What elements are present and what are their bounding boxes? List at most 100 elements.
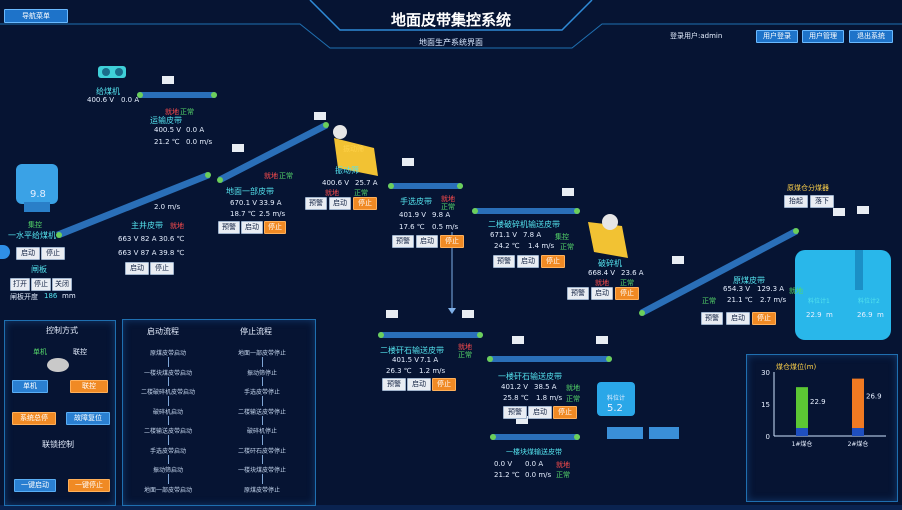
flow-arrow xyxy=(168,376,169,386)
gangue2-stop-button[interactable]: 停止 xyxy=(432,378,456,391)
mode-knob[interactable] xyxy=(47,358,69,372)
belt-ground1 xyxy=(217,122,329,183)
system-stop-button[interactable]: 系统总停 xyxy=(12,412,56,425)
crusher2-alarm-button[interactable]: 预警 xyxy=(493,255,515,268)
ground1-stop-button[interactable]: 停止 xyxy=(264,221,286,234)
return-temp: 21.2 ℃ xyxy=(154,138,180,146)
ground1-current: 33.9 A xyxy=(259,199,282,207)
crusher-state: 正常 xyxy=(620,279,634,287)
crusher2-start-button[interactable]: 启动 xyxy=(517,255,539,268)
bunker-stop-button[interactable]: 停止 xyxy=(41,247,65,260)
flow-arrow xyxy=(168,357,169,367)
crusher-alarm-button[interactable]: 预警 xyxy=(567,287,589,300)
gangue1-voltage: 401.2 V xyxy=(501,383,529,391)
flow-step: 二楼输送皮带启动 xyxy=(144,428,193,435)
page-title: 地面皮带集控系统 xyxy=(390,11,511,29)
flow-arrow xyxy=(262,474,263,484)
gangue1-alarm-button[interactable]: 预警 xyxy=(503,406,527,419)
bunker-start-button[interactable]: 启动 xyxy=(16,247,40,260)
silo-level-chart-panel xyxy=(746,354,898,502)
hand-select-name: 手选皮带 xyxy=(400,197,432,206)
flow-arrow xyxy=(168,474,169,484)
gangue2-alarm-button[interactable]: 预警 xyxy=(382,378,406,391)
joint-mode-button[interactable]: 联控 xyxy=(70,380,108,393)
gangue1-stop-button[interactable]: 停止 xyxy=(553,406,577,419)
flow-step: 二楼破碎机皮带启动 xyxy=(141,389,196,396)
page-subtitle: 地面生产系统界面 xyxy=(419,38,483,47)
main-shaft-name: 主井皮带 xyxy=(131,221,163,230)
hand-select-start-button[interactable]: 启动 xyxy=(416,235,438,248)
user-manage-button[interactable]: 用户管理 xyxy=(802,30,844,43)
user-login-button[interactable]: 用户登录 xyxy=(756,30,798,43)
gangue2-start-button[interactable]: 启动 xyxy=(407,378,431,391)
flow-step: 一楼块煤皮带停止 xyxy=(238,467,287,474)
screen-alarm-button[interactable]: 预警 xyxy=(305,197,327,210)
single-mode-button[interactable]: 单机 xyxy=(12,380,48,393)
splitter-raise-button[interactable]: 抬起 xyxy=(784,195,808,208)
flow-arrow xyxy=(262,396,263,406)
ground1-speed: 2.5 m/s xyxy=(259,210,286,218)
crusher-stop-button[interactable]: 停止 xyxy=(615,287,639,300)
chart-category-label: 2#煤仓 xyxy=(848,440,869,448)
return-current: 0.0 A xyxy=(186,126,205,134)
flow-arrow xyxy=(168,435,169,445)
flow-step: 一楼块煤皮带启动 xyxy=(144,369,193,377)
flow-step: 原煤皮带启动 xyxy=(150,350,187,357)
chart-y-tick: 0 xyxy=(766,433,770,441)
raw-coal-start-button[interactable]: 启动 xyxy=(726,312,750,325)
crusher2-name: 二楼破碎机输送皮带 xyxy=(488,220,560,229)
ground1-start-button[interactable]: 启动 xyxy=(241,221,263,234)
gate-open-button[interactable]: 打开 xyxy=(10,278,30,291)
raw-coal-stop-button[interactable]: 停止 xyxy=(752,312,776,325)
bunker-silo xyxy=(16,164,58,212)
belt-hand-select xyxy=(388,183,463,189)
feeder-machine xyxy=(98,66,126,78)
hand-select-current: 9.8 A xyxy=(432,211,451,219)
gangue2-state: 正常 xyxy=(458,351,472,359)
gate-close-button[interactable]: 关闭 xyxy=(52,278,72,291)
hand-select-stop-button[interactable]: 停止 xyxy=(440,235,464,248)
trucks xyxy=(607,427,679,439)
flow-step: 手选皮带停止 xyxy=(244,389,281,396)
silo-tag2: 料位计2 xyxy=(858,298,880,305)
gangue1-temp: 25.8 ℃ xyxy=(503,394,529,402)
crusher2-stop-button[interactable]: 停止 xyxy=(541,255,565,268)
nav-menu-button[interactable]: 导航菜单 xyxy=(4,9,68,23)
main-shaft-start-button[interactable]: 启动 xyxy=(125,262,149,275)
main-shaft-stop-button[interactable]: 停止 xyxy=(150,262,174,275)
chart-category-label: 1#煤仓 xyxy=(792,440,813,448)
login-user-label: 登录用户:admin xyxy=(670,32,723,40)
gangue2-name: 二楼矸石输送皮带 xyxy=(380,346,444,355)
chain-start-button[interactable]: 一键启动 xyxy=(14,479,56,492)
flow-arrow xyxy=(168,415,169,425)
crusher2-local: 集控 xyxy=(555,233,569,241)
chain-stop-button[interactable]: 一键停止 xyxy=(68,479,110,492)
flow-step: 振动筛停止 xyxy=(247,369,278,377)
exit-system-button[interactable]: 退出系统 xyxy=(849,30,893,43)
vibrating-screen xyxy=(333,125,378,176)
ground1-alarm-button[interactable]: 预警 xyxy=(218,221,240,234)
gangue1-current: 38.5 A xyxy=(534,383,557,391)
screen-stop-button[interactable]: 停止 xyxy=(353,197,377,210)
ground1-state: 正常 xyxy=(279,172,293,180)
splitter-lower-button[interactable]: 落下 xyxy=(810,195,834,208)
chart-bar-base xyxy=(796,428,808,436)
flow-arrow xyxy=(168,454,169,464)
lump1-speed: 0.0 m/s xyxy=(525,471,552,479)
gangue-bin xyxy=(597,382,635,416)
fault-reset-button[interactable]: 故障复位 xyxy=(66,412,110,425)
gangue1-speed: 1.8 m/s xyxy=(536,394,563,402)
gangue1-start-button[interactable]: 启动 xyxy=(528,406,552,419)
raw-coal-state: 正常 xyxy=(702,297,716,305)
main-shaft-local: 就地 xyxy=(170,222,184,230)
screen-start-button[interactable]: 启动 xyxy=(329,197,351,210)
raw-coal-alarm-button[interactable]: 预警 xyxy=(701,312,723,325)
gate-stop-button[interactable]: 停止 xyxy=(31,278,51,291)
crusher-start-button[interactable]: 启动 xyxy=(591,287,613,300)
gangue1-name: 一楼矸石输送皮带 xyxy=(498,372,562,381)
hand-select-alarm-button[interactable]: 预警 xyxy=(392,235,414,248)
big-silo xyxy=(795,250,891,340)
side-expand-arrow[interactable] xyxy=(0,245,10,259)
belt-gangue2 xyxy=(378,332,483,338)
